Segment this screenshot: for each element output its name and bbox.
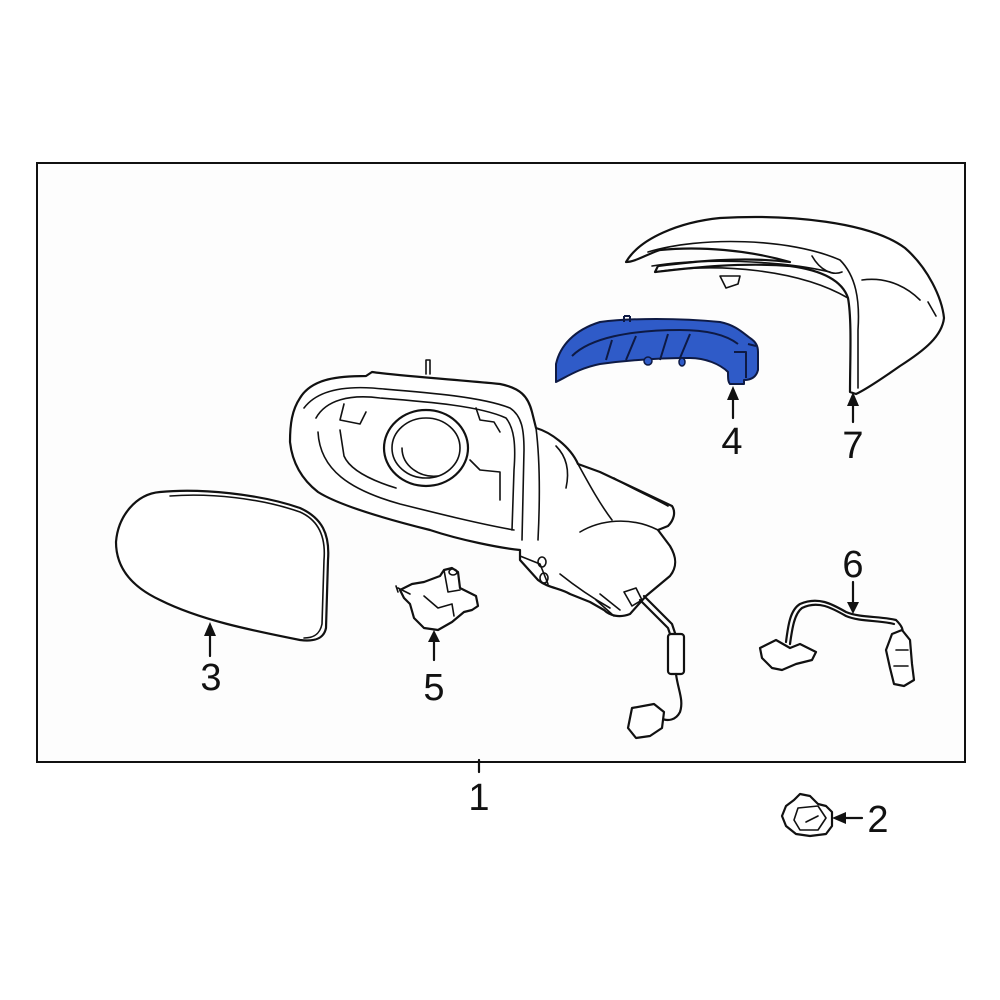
callout-5[interactable]: 5 <box>423 667 444 709</box>
arrowhead-6 <box>847 602 859 614</box>
arrowhead-3 <box>204 622 216 636</box>
arrowhead-5 <box>428 630 440 642</box>
callout-3[interactable]: 3 <box>200 657 221 699</box>
callout-7[interactable]: 7 <box>842 425 863 467</box>
callout-1[interactable]: 1 <box>468 777 489 819</box>
callout-4[interactable]: 4 <box>721 421 742 463</box>
mirror-cover-part[interactable] <box>624 215 946 396</box>
arrowhead-7 <box>847 392 859 406</box>
callout-2[interactable]: 2 <box>867 799 888 841</box>
mirror-glass-part[interactable] <box>114 489 330 642</box>
arrowhead-4 <box>727 386 739 400</box>
clip-part[interactable] <box>780 792 834 838</box>
mirror-assembly-part[interactable] <box>288 359 686 740</box>
leader-lines <box>204 386 864 824</box>
wiring-harness-part[interactable] <box>758 599 916 688</box>
arrowhead-2 <box>832 812 846 824</box>
callout-6[interactable]: 6 <box>842 544 863 586</box>
blind-spot-lamp-part[interactable] <box>395 566 480 632</box>
turn-signal-lamp-part[interactable] <box>555 315 759 385</box>
